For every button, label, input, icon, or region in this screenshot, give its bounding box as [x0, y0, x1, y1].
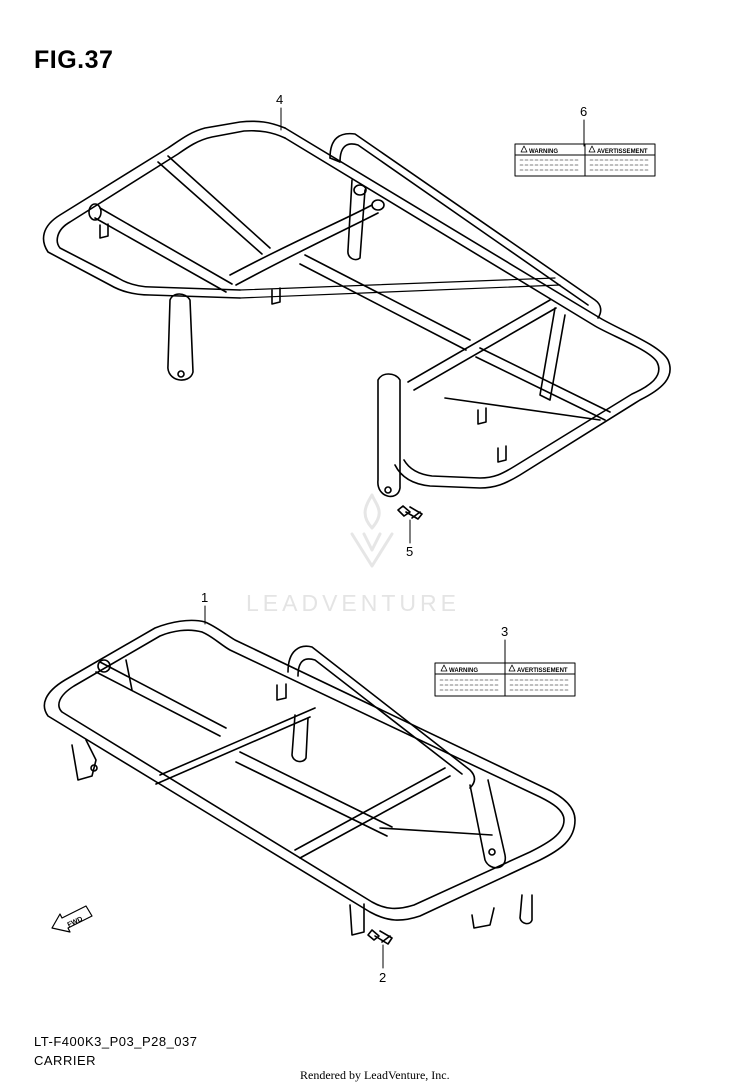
front-carrier-rack-part-1[interactable] [43, 619, 576, 936]
warning-label-part-6[interactable] [514, 143, 656, 177]
rendered-by-credit: Rendered by LeadVenture, Inc. [300, 1068, 450, 1082]
figure-title: FIG.37 [34, 46, 114, 74]
callout-5[interactable]: 5 [406, 544, 414, 559]
callout-3[interactable]: 3 [501, 624, 509, 639]
forward-arrow-icon [51, 905, 93, 933]
model-code: LT-F400K3_P03_P28_037 [34, 1034, 198, 1049]
callout-4[interactable]: 4 [276, 92, 284, 107]
label-6-avertissement-text: AVERTISSEMENT [597, 149, 648, 155]
bolt-part-2[interactable] [367, 929, 393, 945]
bolt-part-5[interactable] [397, 505, 423, 520]
callout-6[interactable]: 6 [580, 104, 588, 119]
watermark-text: LEADVENTURE [246, 590, 460, 616]
rear-carrier-rack-part-4[interactable] [42, 120, 671, 498]
label-3-avertissement-text: AVERTISSEMENT [517, 668, 568, 674]
label-3-warning-text: WARNING [449, 668, 478, 674]
section-name: CARRIER [34, 1053, 97, 1068]
callout-leaders [204, 107, 585, 969]
callout-2[interactable]: 2 [379, 970, 387, 985]
label-6-warning-text: WARNING [529, 149, 558, 155]
warning-label-part-3[interactable] [434, 662, 576, 697]
leadventure-logo-icon [350, 493, 394, 568]
fwd-label: FWD [67, 916, 84, 929]
callout-1[interactable]: 1 [201, 590, 209, 605]
